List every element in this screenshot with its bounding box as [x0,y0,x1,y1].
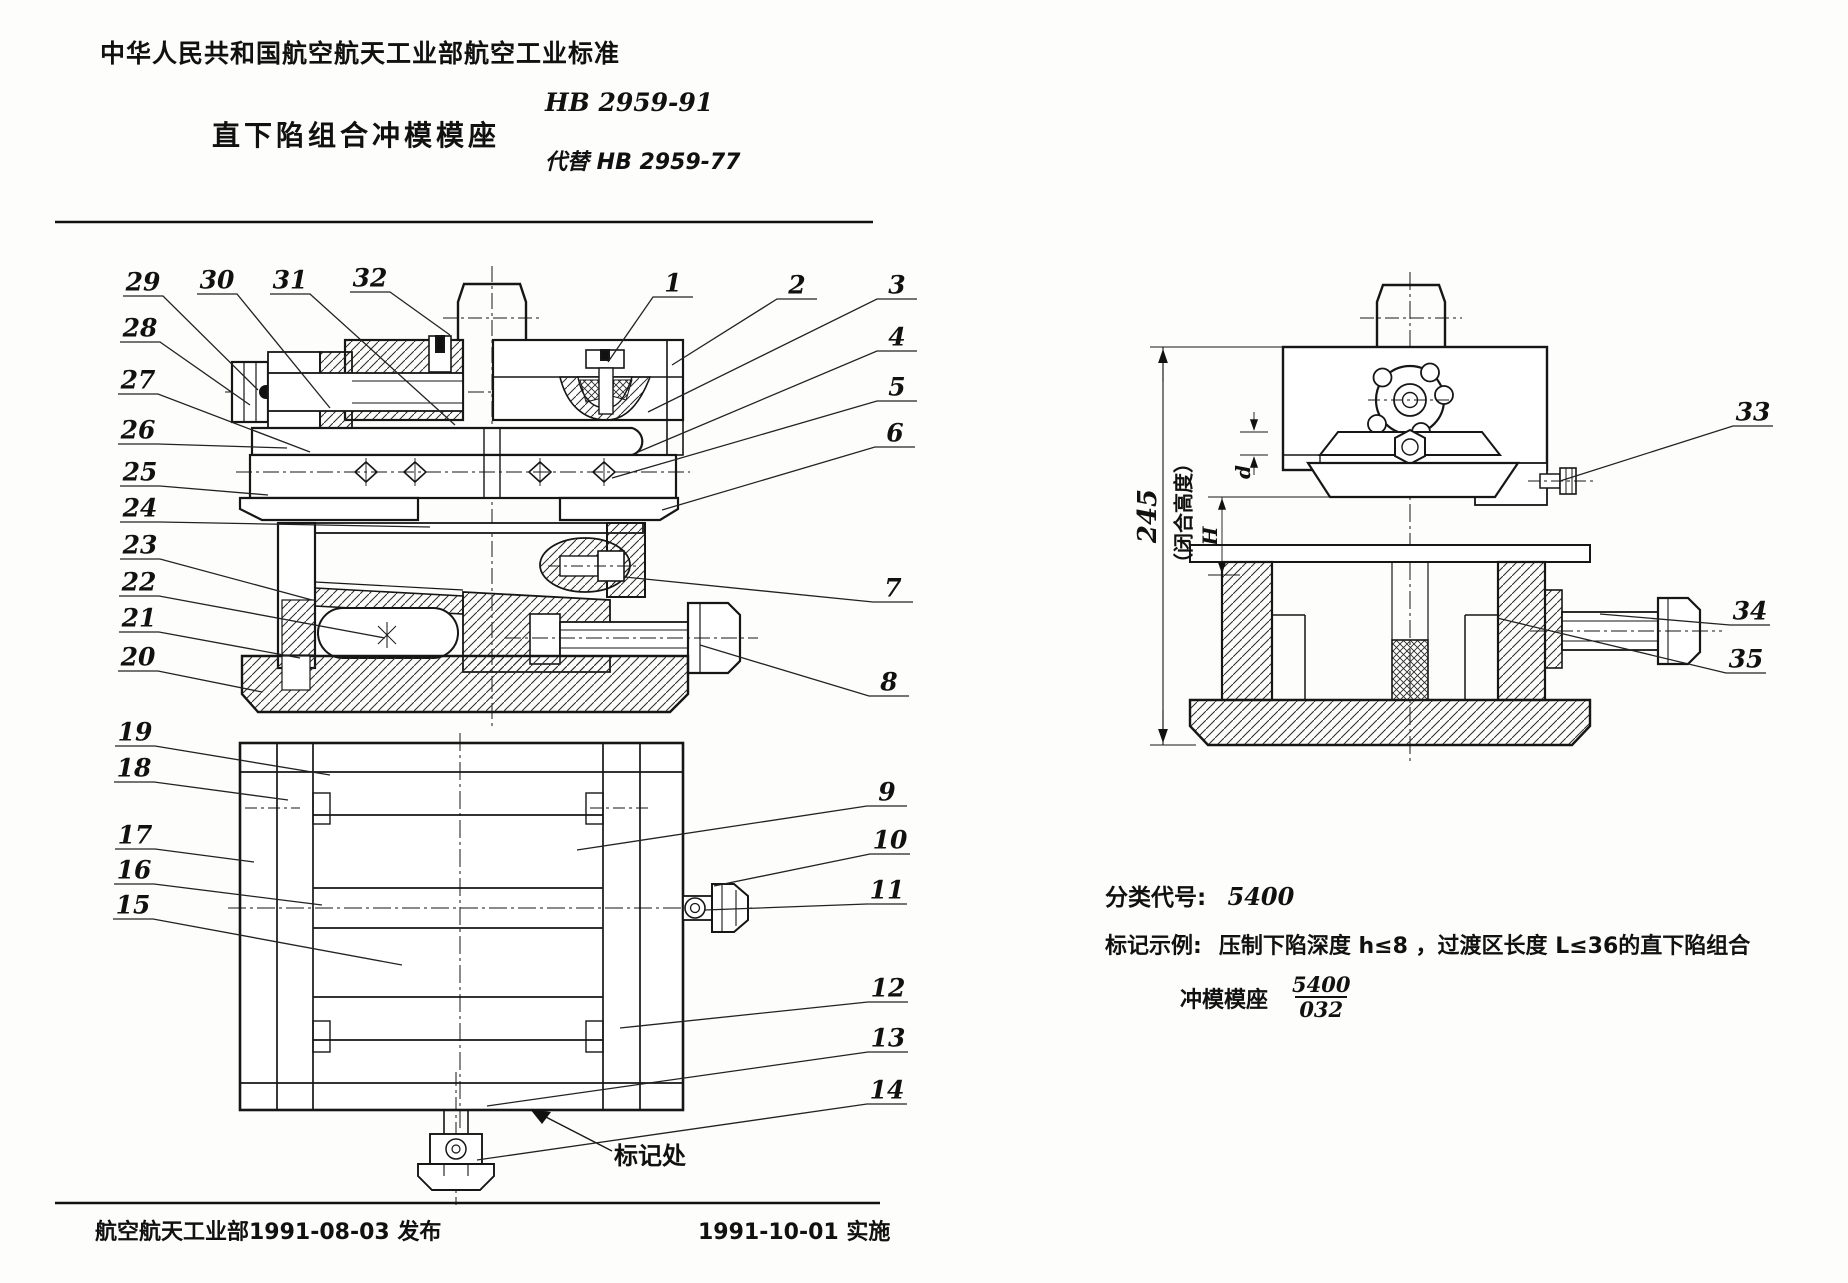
part-label-22: 22 [121,567,157,597]
part-label-24: 24 [122,493,158,523]
marking-example-label: 标记示例: [1105,934,1202,959]
footer-implement-date: 1991-10-01 实施 [698,1220,891,1245]
part-label-13: 13 [870,1023,906,1053]
page-rules [55,220,880,1205]
part-label-26: 26 [120,415,156,445]
marking-example-text: 压制下陷深度 h≤8 ，过渡区长度 L≤36的直下陷组合 [1218,934,1751,959]
part-label-11: 11 [869,875,905,905]
part-label-28: 28 [122,313,158,343]
closed-height-value: 245 [1133,488,1163,544]
designation-fraction-numerator: 5400 [1292,972,1351,997]
part-label-30: 30 [199,265,235,295]
page-title: 直下陷组合冲模模座 [212,119,501,152]
part-label-4: 4 [888,322,906,352]
standard-header: 中华人民共和国航空航天工业部航空工业标准 [100,39,621,68]
part-label-27: 27 [120,365,156,395]
marking-example-line2: 冲模模座 5400 032 [1180,972,1354,1021]
part-label-29: 29 [125,267,161,297]
part-label-18: 18 [116,753,152,783]
part-label-15: 15 [115,890,151,920]
footer-issue-date: 航空航天工业部1991-08-03 发布 [95,1220,442,1245]
marking-example-text2: 冲模模座 [1180,987,1269,1013]
part-label-33: 33 [1735,397,1771,427]
standard-number: HB 2959-91 [545,88,714,117]
lower-die-section-view [240,514,758,726]
part-label-34: 34 [1732,596,1768,626]
part-label-25: 25 [122,457,158,487]
part-label-21: 21 [121,603,157,633]
part-label-1: 1 [664,268,682,298]
closed-die-front-view [1188,272,1722,765]
part-label-31: 31 [272,265,308,295]
part-label-7: 7 [884,573,902,603]
part-label-9: 9 [878,777,896,807]
part-leader-lines [113,291,1773,1161]
upper-die-section-view [225,266,690,532]
marking-example-line: 标记示例: 压制下陷深度 h≤8 ，过渡区长度 L≤36的直下陷组合 [1105,928,1750,960]
dim-d-label: d [1231,465,1255,479]
part-label-6: 6 [886,418,904,448]
part-label-3: 3 [888,270,906,300]
dim-h-label: H [1198,526,1222,546]
closed-height-note: （闭合高度） [1171,453,1196,573]
classification-code-line: 分类代号: 5400 [1105,878,1294,912]
mark-spot-callout: 标记处 [614,1142,686,1170]
part-label-2: 2 [788,270,806,300]
part-label-16: 16 [116,855,152,885]
supersedes-note: 代替 HB 2959-77 [545,150,741,175]
designation-fraction-denominator: 032 [1295,996,1348,1021]
dimension-lines [1150,346,1330,746]
part-label-17: 17 [117,820,153,850]
plan-view [228,733,752,1205]
part-label-20: 20 [120,642,156,672]
part-label-32: 32 [352,263,388,293]
part-label-23: 23 [122,530,158,560]
part-label-14: 14 [869,1075,905,1105]
part-label-12: 12 [870,973,906,1003]
part-label-10: 10 [872,825,908,855]
designation-fraction: 5400 032 [1288,972,1354,1021]
part-label-8: 8 [880,667,898,697]
classification-code-value: 5400 [1227,882,1295,911]
classification-code-label: 分类代号: [1105,885,1207,911]
part-label-5: 5 [888,372,906,402]
part-label-19: 19 [117,717,153,747]
part-label-35: 35 [1728,644,1764,674]
